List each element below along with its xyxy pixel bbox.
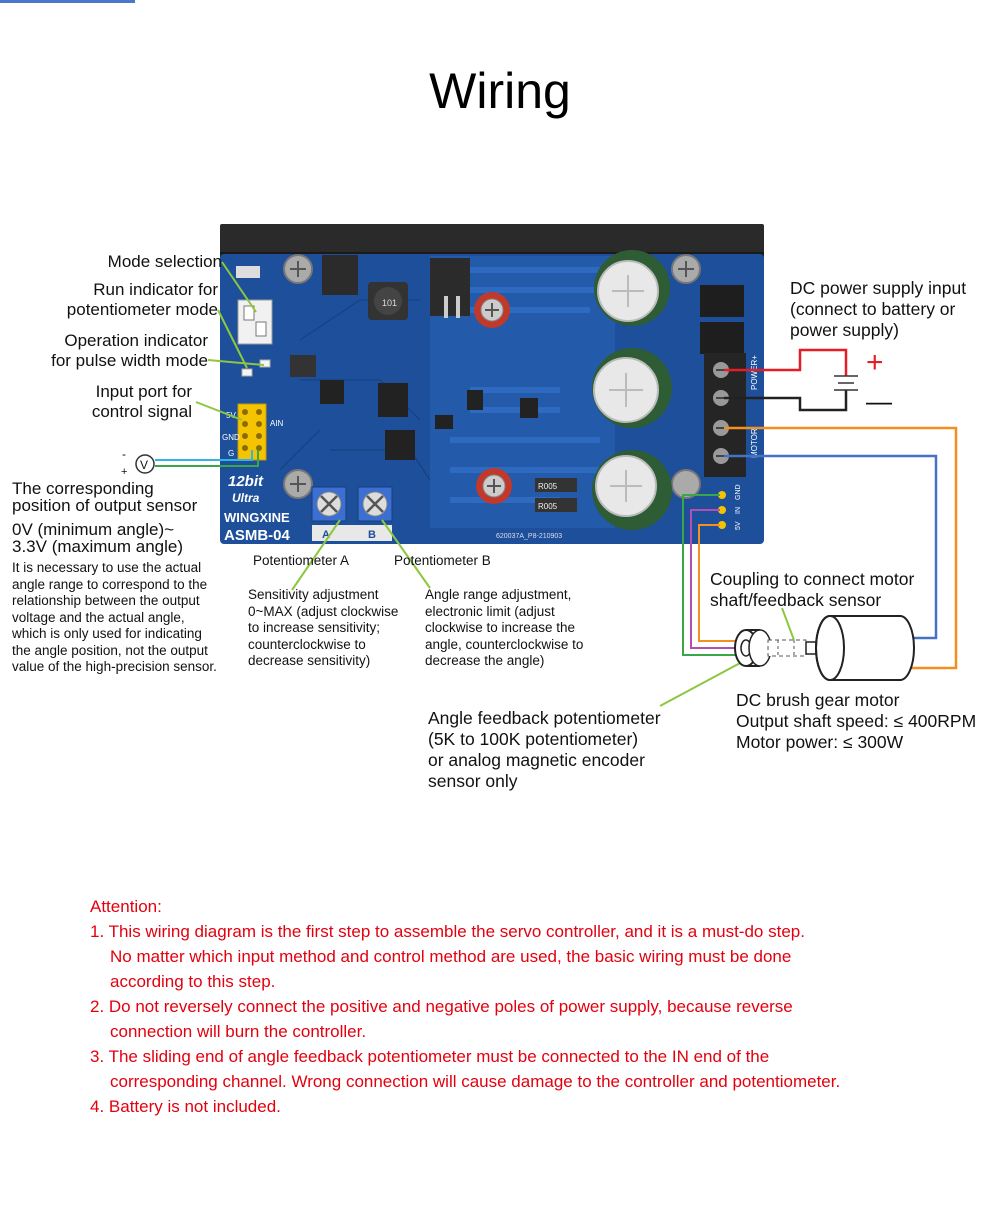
feedback-potentiometer: [734, 629, 772, 667]
pot-b-letter: B: [368, 529, 376, 541]
screw-top-right: [671, 254, 701, 284]
output-sensor-label: The corresponding position of output sen…: [12, 479, 198, 515]
pcb-model-text: ASMB-04: [224, 527, 291, 544]
mosfet-chip: [430, 258, 470, 316]
potentiometer-a-desc: Sensitivity adjustment 0~MAX (adjust clo…: [248, 587, 399, 668]
pcb-brand-text: WINGXINE: [224, 510, 290, 525]
screw-center-bottom: [476, 468, 512, 504]
voltmeter-symbol: V: [140, 458, 148, 472]
terminal-block: [704, 353, 746, 477]
feedback-pin-header: [718, 491, 726, 529]
pcb-serial: 620037A_P8-210903: [496, 533, 562, 540]
capacitor-1: [594, 250, 670, 326]
pcb-ultra-text: Ultra: [232, 491, 260, 505]
potentiometer-b-desc: Angle range adjustment, electronic limit…: [425, 587, 584, 668]
capacitor-3: [592, 450, 672, 530]
pin-label-ain: AIN: [270, 419, 284, 428]
motor-label: DC brush gear motor Output shaft speed: …: [736, 690, 977, 752]
voltmeter-wires: [135, 450, 259, 474]
potentiometer-b: [357, 486, 393, 522]
diode-1: [700, 285, 744, 317]
sensor-note: It is necessary to use the actual angle …: [12, 560, 217, 674]
control-pin-header: [237, 403, 267, 461]
diode-2: [700, 322, 744, 354]
top-accent-bar: [0, 0, 135, 3]
feedback-wire-green: [682, 494, 740, 656]
run-led: [241, 368, 253, 377]
coupling: [767, 639, 807, 657]
potentiometer-b-label: Potentiometer B: [394, 553, 491, 568]
feedback-sensor-label: Angle feedback potentiometer (5K to 100K…: [428, 708, 661, 791]
mosfet-pin: [444, 296, 448, 318]
voltage-range-label: 0V (minimum angle)~ 3.3V (maximum angle): [12, 520, 184, 556]
motor-wire-orange: [724, 426, 958, 670]
heatsink: [220, 224, 764, 254]
mosfet-pin: [456, 296, 460, 318]
input-port-label: Input port for control signal: [91, 382, 192, 421]
sot-chip: [520, 398, 538, 418]
motor-terminal-label: MOTOR: [750, 428, 759, 458]
shunt-label-1: R005: [538, 482, 558, 491]
potentiometer-a-label: Potentiometer A: [253, 553, 350, 568]
sot-chip: [435, 415, 453, 429]
inductor-core: [374, 287, 402, 315]
feedback-pin-gnd: GND: [735, 484, 742, 500]
pin-label-gnd: GND: [222, 433, 240, 442]
dip-switch-lever: [243, 305, 255, 321]
motor-wire-blue: [724, 454, 938, 640]
attention-heading: Attention:: [90, 897, 162, 916]
power-plus-sign: +: [866, 346, 884, 379]
terminal-label-strip: [746, 355, 760, 473]
attention-item-2: 2. Do not reversely connect the positive…: [90, 997, 793, 1041]
attention-item-3: 3. The sliding end of angle feedback pot…: [90, 1047, 841, 1091]
operation-indicator-label: Operation indicator for pulse width mode: [51, 331, 208, 370]
operation-led: [259, 359, 271, 368]
pin-label-g: G: [228, 449, 234, 458]
attention-item-4: 4. Battery is not included.: [90, 1097, 281, 1116]
dip-switch-lever: [255, 321, 267, 337]
driver-chip-2: [385, 430, 415, 460]
coupling-label: Coupling to connect motor shaft/feedback…: [710, 569, 915, 610]
mcu-chip: [320, 380, 344, 404]
pot-a-letter: A: [322, 529, 330, 541]
shunt-resistor-2: [535, 498, 577, 512]
leader-lines: [195, 261, 795, 707]
driver-chip: [378, 383, 408, 417]
screw-center-top: [474, 292, 510, 328]
pcb-bits-text: 12bit: [228, 473, 264, 490]
ic-small: [290, 355, 316, 377]
dc-motor: [805, 615, 915, 681]
smd-led: [236, 266, 260, 278]
feedback-wire-purple: [690, 509, 740, 649]
dc-power-label: DC power supply input (connect to batter…: [790, 278, 967, 340]
shunt-label-2: R005: [538, 502, 558, 511]
feedback-pin-5v: 5V: [735, 521, 742, 530]
pot-label-strip: [312, 525, 392, 541]
inductor-value: 101: [382, 298, 397, 308]
run-indicator-label: Run indicator for potentiometer mode: [66, 280, 218, 319]
attention-section: Attention: 1. This wiring diagram is the…: [90, 894, 950, 1119]
sot-chip: [467, 390, 483, 410]
screw-bottom-right: [671, 469, 701, 499]
potentiometer-a: [311, 486, 347, 522]
dip-switch: [237, 299, 273, 345]
voltmeter-minus: -: [122, 447, 126, 461]
attention-item-1: 1. This wiring diagram is the first step…: [90, 922, 805, 991]
regulator-chip: [322, 255, 358, 295]
mode-selection-label: Mode selection: [107, 252, 222, 271]
voltmeter-plus: +: [121, 466, 127, 478]
power-terminal-label: POWER+: [750, 355, 759, 390]
power-minus-sign: —: [866, 386, 892, 416]
feedback-pin-in: IN: [735, 507, 742, 514]
screw-top-left: [283, 254, 313, 284]
page-title: Wiring: [429, 63, 571, 119]
feedback-wire-orange: [698, 524, 740, 642]
power-wires: [724, 348, 858, 412]
shunt-resistor-1: [535, 478, 577, 492]
screw-bottom-left: [283, 469, 313, 499]
capacitor-2: [592, 348, 672, 428]
